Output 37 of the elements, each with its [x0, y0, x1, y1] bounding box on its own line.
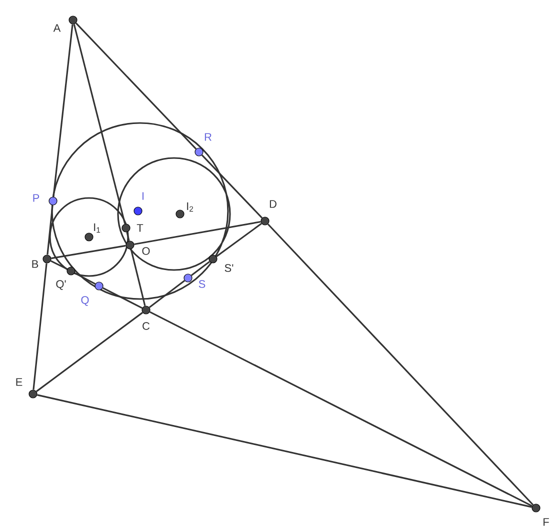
line-segment — [126, 232, 130, 241]
line-segment — [73, 24, 126, 224]
point-label: S' — [224, 264, 234, 272]
point-label: D — [270, 200, 276, 208]
point-label: I$_{2}$ — [187, 202, 194, 212]
line-segment — [134, 220, 261, 246]
point-label: E — [16, 378, 22, 386]
line-segment — [130, 248, 146, 306]
point-label: F — [544, 518, 549, 526]
point-label: Q' — [56, 280, 66, 290]
point-label: I — [142, 192, 144, 200]
point-label: T — [136, 224, 144, 232]
point-label: S — [198, 280, 206, 288]
point-label: I$_{1}$ — [94, 223, 100, 233]
line-segment — [74, 272, 96, 285]
line-segment — [75, 22, 197, 150]
point-label: O — [142, 247, 150, 255]
point-label: P — [33, 194, 40, 202]
line-segment — [50, 260, 68, 270]
line-segment — [37, 394, 532, 508]
line-segment — [36, 312, 144, 392]
line-segment — [201, 154, 263, 218]
point-label: R — [204, 133, 212, 141]
line-segment — [102, 287, 143, 309]
line-segment — [149, 311, 533, 507]
point-label: A — [53, 24, 61, 32]
line-segment — [190, 260, 210, 276]
line-segment — [46, 205, 54, 255]
line-segment — [51, 244, 126, 260]
point-label: Q — [81, 296, 89, 306]
line-segment — [267, 224, 534, 506]
line-segment — [148, 280, 186, 308]
line-segment — [32, 263, 48, 390]
line-segment — [52, 24, 74, 197]
point-label: C — [142, 322, 150, 330]
line-segment — [216, 222, 262, 258]
point-label: B — [32, 260, 38, 268]
